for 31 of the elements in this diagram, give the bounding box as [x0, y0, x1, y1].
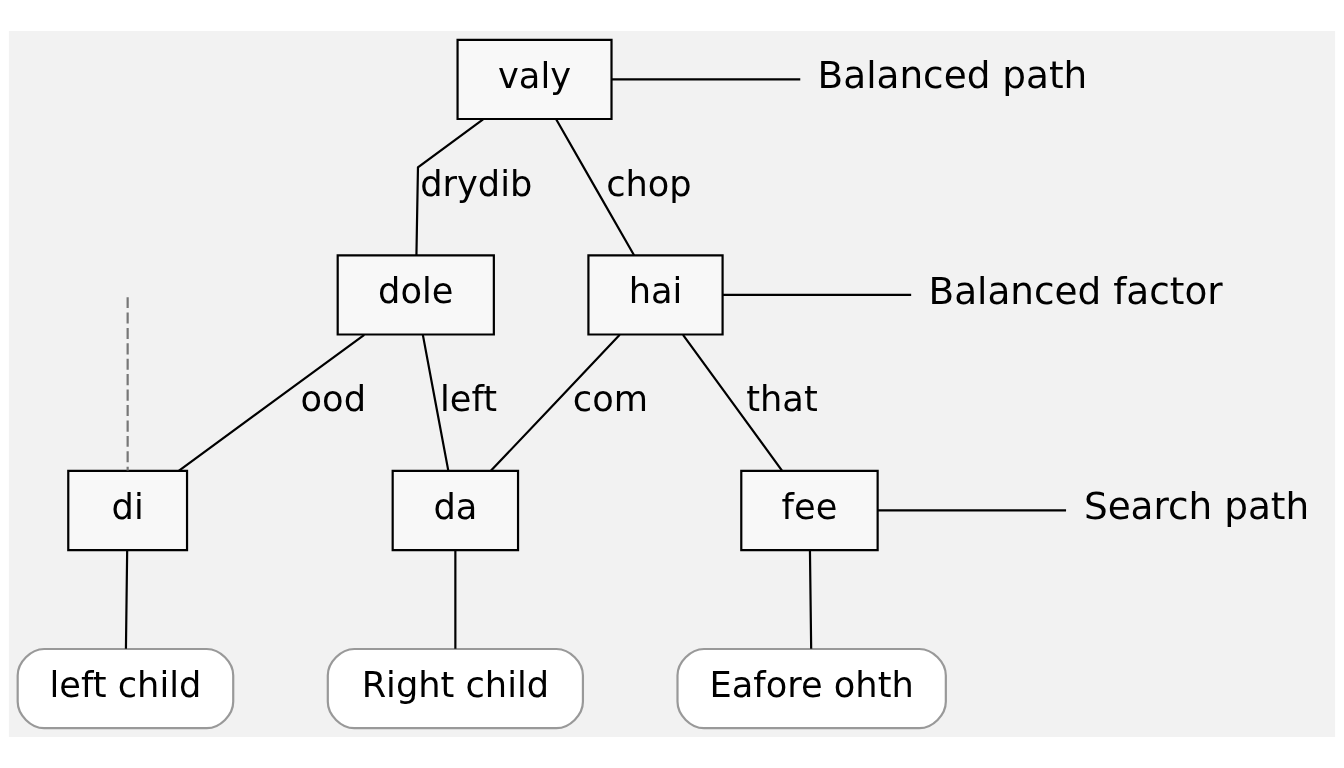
connector	[555, 118, 635, 256]
node-box: left child	[16, 647, 235, 730]
node-box: Right child	[326, 647, 585, 730]
connector	[124, 550, 129, 649]
edge-label: chop	[606, 162, 692, 204]
edge-label: drydib	[420, 162, 533, 204]
node-box: fee	[740, 469, 879, 552]
connector	[454, 550, 457, 649]
node-text: Balanced path	[817, 53, 1088, 98]
node-box: Eafore ohth	[676, 647, 947, 730]
node-box: dole	[336, 254, 495, 336]
connector	[877, 509, 1067, 512]
edge-label: ood	[300, 378, 366, 420]
node-box: hai	[587, 254, 724, 336]
connector	[126, 297, 129, 471]
edge-label: left	[440, 378, 498, 420]
node-box: valy	[456, 38, 613, 121]
edge-label: com	[572, 378, 648, 420]
connector	[490, 334, 621, 472]
node-text: Search path	[1083, 484, 1310, 529]
node-box: di	[67, 469, 189, 552]
connector	[178, 334, 365, 472]
connector	[682, 334, 784, 472]
connector	[415, 118, 484, 256]
connector	[611, 78, 801, 81]
edge-label: that	[746, 378, 818, 420]
connector	[723, 293, 912, 297]
connector	[421, 334, 450, 472]
node-box: da	[391, 469, 520, 552]
connector	[808, 550, 813, 649]
node-text: Balanced factor	[928, 268, 1223, 313]
